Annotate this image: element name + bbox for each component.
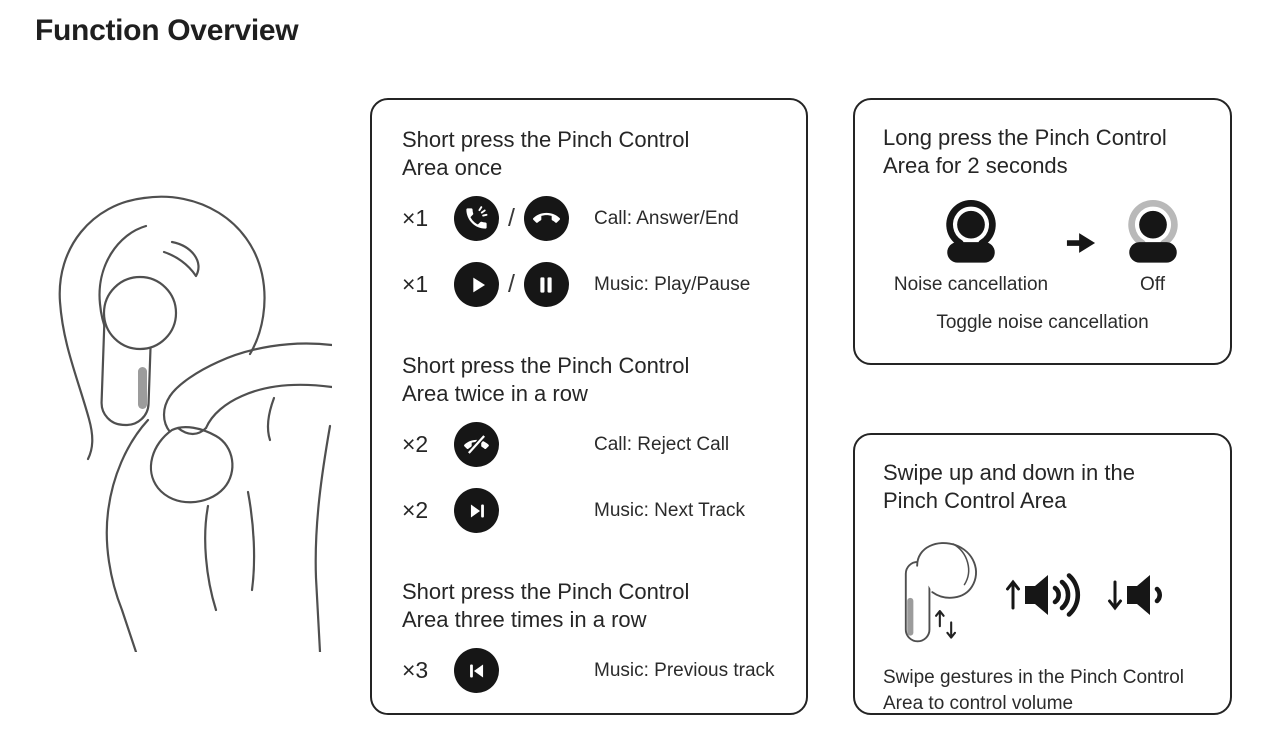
row-label: Music: Previous track [594,659,775,681]
noise-cancellation-off-label: Off [1140,273,1165,295]
noise-cancellation-label: Noise cancellation [893,273,1049,295]
call-end-icon [523,196,569,242]
pinch-control-area-highlight [907,597,914,636]
noise-cancellation-on-icon [946,199,996,263]
slash-separator: / [508,270,515,299]
press-count: ×1 [402,271,429,298]
right-arrow-icon [1059,228,1103,258]
previous-track-icon [454,648,499,694]
swipe-volume-figure [885,529,1202,661]
swipe-card: Swipe up and down in the Pinch Control A… [853,433,1232,715]
row-label: Music: Play/Pause [594,273,751,295]
row-label: Call: Reject Call [594,433,730,455]
noise-cancellation-off-state: Off [1103,196,1202,296]
section-heading: Short press the Pinch Control Area three… [402,578,690,632]
ear-outline [142,195,266,356]
hand-sketch [105,342,332,652]
volume-up-icon [1006,573,1081,617]
section-heading: Short press the Pinch Control Area once [402,127,690,180]
call-answer-end-row: ×1 / Call: Answer/End [402,196,776,242]
noise-cancellation-on-state: Noise cancellation [883,196,1059,296]
row-label: Music: Next Track [594,499,745,521]
press-count: ×1 [402,205,429,232]
play-icon [454,262,499,308]
earbud-swipe-area-icon [904,542,977,643]
call-answer-icon [454,196,499,242]
card-heading: Long press the Pinch Control Area for 2 … [883,125,1167,178]
toggle-noise-cancellation-caption: Toggle noise cancellation [936,311,1149,333]
pause-icon [523,262,569,308]
press-count: ×2 [402,497,429,524]
earbud-sketch [100,275,178,427]
noise-cancellation-off-icon [1127,199,1178,263]
volume-down-icon [1108,574,1162,615]
press-count: ×2 [402,431,429,458]
press-count: ×3 [402,657,429,684]
section-heading: Short press the Pinch Control Area twice… [402,352,690,406]
call-reject-row: ×2 Call: Reject Call [402,422,776,468]
page-title: Function Overview [35,14,299,47]
long-press-card: Long press the Pinch Control Area for 2 … [853,98,1232,365]
swipe-caption: Swipe gestures in the Pinch Control Area… [883,666,1184,714]
ear-outline [58,196,146,461]
slash-separator: / [508,204,515,233]
music-previous-track-row: ×3 Music: Previous track [402,648,776,694]
card-heading: Swipe up and down in the Pinch Control A… [883,460,1135,513]
hand-pinching-earbud-illustration [58,195,332,652]
music-next-track-row: ×2 Music: Next Track [402,488,776,534]
music-play-pause-row: ×1 / Music: Play/Pause [402,262,776,308]
row-label: Call: Answer/End [594,207,739,229]
short-press-card: Short press the Pinch Control Area once … [370,98,808,715]
short-press-once-section: Short press the Pinch Control Area once … [402,126,776,308]
noise-cancellation-figure: Noise cancellation Off [883,196,1202,296]
ear-inner-notch [162,240,200,278]
next-track-icon [454,488,499,534]
call-reject-icon [454,422,499,468]
short-press-thrice-section: Short press the Pinch Control Area three… [402,578,776,694]
pinch-control-area-highlight [138,367,147,409]
short-press-twice-section: Short press the Pinch Control Area twice… [402,352,776,534]
